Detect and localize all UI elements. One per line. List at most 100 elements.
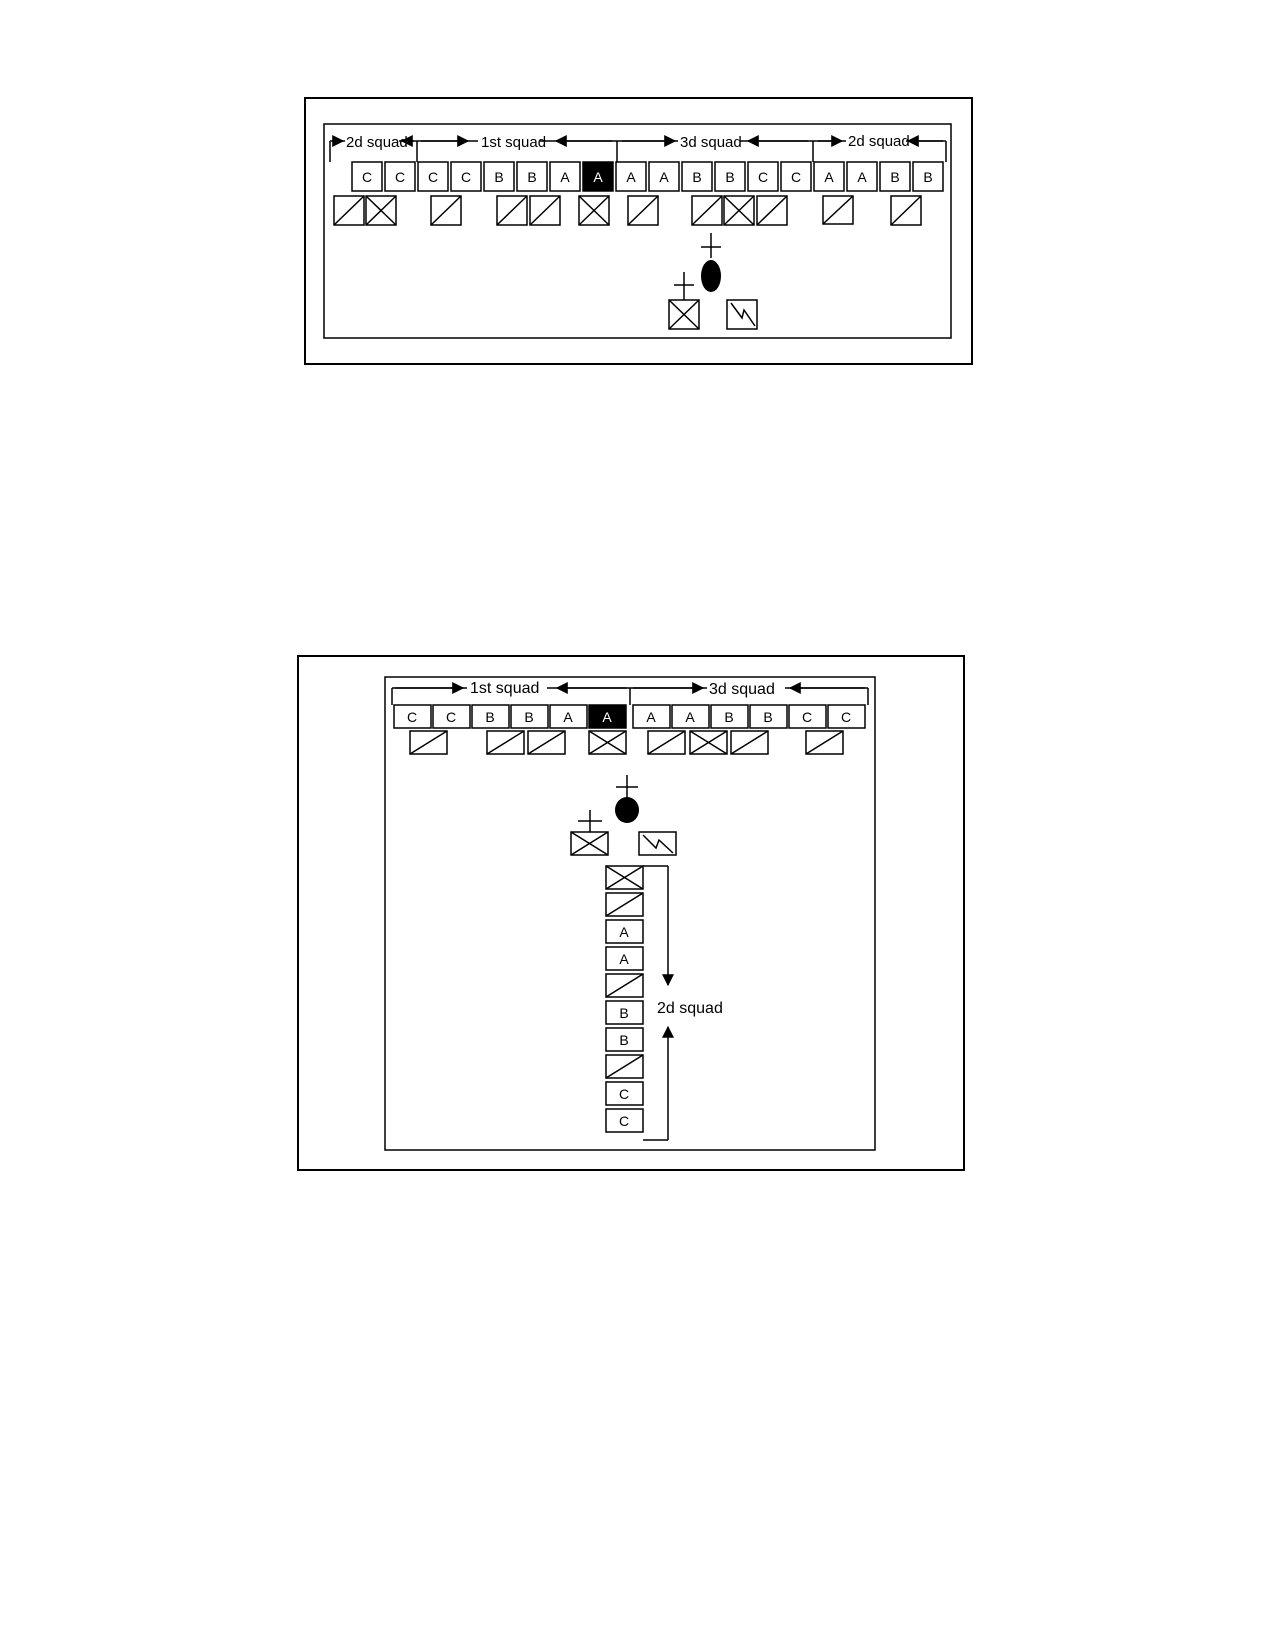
position-label: B [763,709,772,725]
position-box [615,161,647,192]
figure-2-position-labels: C C B B A A A A B B C C [407,709,851,725]
position-label: A [619,951,629,967]
position-label: A [619,924,629,940]
position-label: A [685,709,695,725]
figure-2-position-row [393,704,866,729]
position-label: B [724,709,733,725]
cross-symbol-icon [578,195,610,226]
position-label: C [428,169,438,185]
position-label-highlighted: A [602,709,612,725]
position-box [483,161,515,192]
position-box [605,1027,644,1052]
position-label: B [923,169,932,185]
figure-2: 1st squad 3d squad C C B B A A A A B [297,655,965,1171]
position-label: B [692,169,701,185]
position-label: B [890,169,899,185]
position-label: A [560,169,570,185]
slash-symbol-icon [605,973,644,998]
position-box [671,704,710,729]
figure-2-column [605,865,644,1133]
position-label: A [824,169,834,185]
position-label: C [791,169,801,185]
position-label: C [802,709,812,725]
figure-2-column-labels: A A B B C C [619,924,629,1129]
position-label: B [619,1005,628,1021]
position-box [879,161,911,192]
position-label: C [758,169,768,185]
slash-symbol-icon [496,195,528,226]
position-label: C [362,169,372,185]
position-label: B [725,169,734,185]
cross-symbol-icon [588,730,627,755]
position-label: A [659,169,669,185]
position-label: C [395,169,405,185]
position-label: A [646,709,656,725]
figure-2-unit-symbols [409,730,844,755]
slash-symbol-icon [605,892,644,917]
position-box-highlighted [588,704,627,729]
figure-1-label-2d-squad-left: 2d squad [346,134,408,151]
position-box [605,1000,644,1025]
figure-1-label-1st-squad: 1st squad [481,134,546,151]
position-box [710,704,749,729]
slash-symbol-icon [333,195,365,226]
slash-symbol-icon [627,195,659,226]
slash-symbol-icon [805,730,844,755]
position-box [417,161,449,192]
position-box [846,161,878,192]
figure-2-label-3d-squad: 3d squad [709,681,775,698]
slash-symbol-icon [730,730,769,755]
position-box [632,704,671,729]
position-box [780,161,812,192]
position-box [714,161,746,192]
position-label: C [619,1113,629,1129]
figure-2-column-bracket [643,865,674,1141]
figure-2-label-2d-squad: 2d squad [657,1000,723,1017]
slash-symbol-icon [529,195,561,226]
slash-symbol-icon [890,195,922,226]
figure-1-label-3d-squad: 3d squad [680,134,742,151]
figure-1-position-row [351,161,944,192]
figure-1: 2d squad 1st squad 3d squad 2d squad [304,97,973,365]
slash-symbol-icon [691,195,723,226]
position-box [827,704,866,729]
position-label: A [626,169,636,185]
figure-2-leader-icon [615,775,639,823]
position-box [393,704,432,729]
slash-symbol-icon [527,730,566,755]
position-box [648,161,680,192]
position-label-highlighted: A [593,169,603,185]
slash-symbol-icon [822,195,854,225]
slash-symbol-icon [409,730,448,755]
figure-1-leader-icon [701,233,721,292]
position-box [813,161,845,192]
slash-symbol-icon [756,195,788,226]
figure-1-unit-symbols [333,195,922,226]
position-box [549,704,588,729]
position-label: B [524,709,533,725]
position-box [432,704,471,729]
figure-2-squad-brackets [391,682,869,705]
position-box [605,919,644,944]
position-box [384,161,416,192]
figure-1-inner-frame [323,123,952,339]
cross-symbol-icon [605,865,644,890]
position-box [912,161,944,192]
position-box [351,161,383,192]
position-label: B [494,169,503,185]
position-box [749,704,788,729]
position-box [549,161,581,192]
slash-symbol-icon [605,1054,644,1079]
cross-symbol-icon [365,195,397,226]
figure-2-radio-lightning-icon [638,831,677,856]
position-box [605,946,644,971]
figure-1-outer-frame [304,97,973,365]
position-label: C [446,709,456,725]
figure-2-outer-frame [297,655,965,1171]
position-label: C [619,1086,629,1102]
slash-symbol-icon [647,730,686,755]
figure-2-inner-frame [384,676,876,1151]
position-box [471,704,510,729]
position-label: C [407,709,417,725]
